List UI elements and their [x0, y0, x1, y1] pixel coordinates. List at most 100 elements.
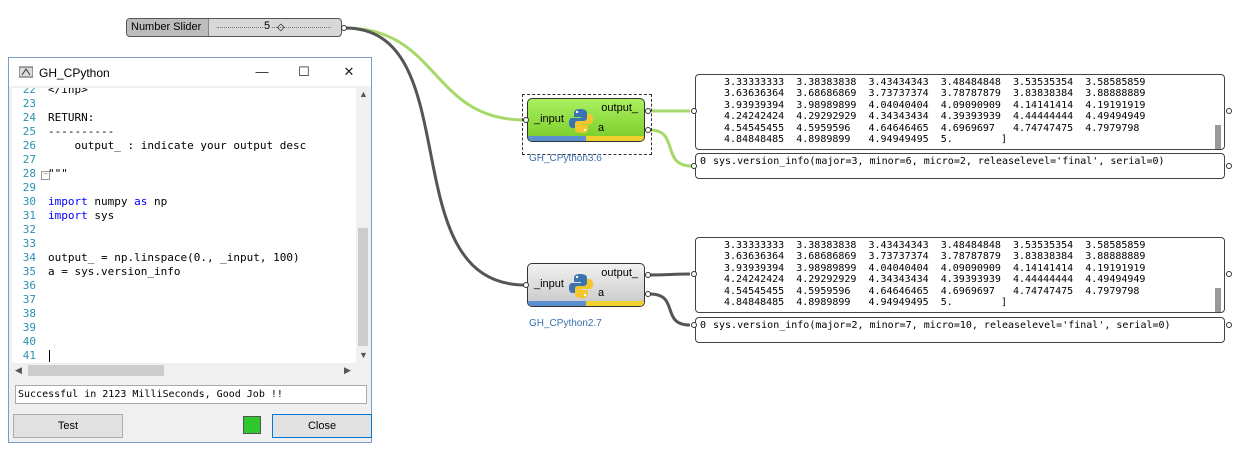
vertical-scrollbar[interactable]: ▲ ▼	[356, 88, 370, 363]
panel-row: 3.33333333 3.38383838 3.43434343 3.48484…	[724, 240, 1146, 251]
py36-input-grip[interactable]	[523, 117, 529, 123]
line-number: 35	[22, 265, 36, 278]
linspace-panel-py36[interactable]: 3.33333333 3.38383838 3.43434343 3.48484…	[695, 74, 1225, 150]
panel-row: 4.84848485 4.8989899 4.94949495 5. ]	[724, 297, 1007, 308]
py36-output-grip[interactable]	[645, 108, 651, 114]
scroll-down-icon[interactable]: ▼	[359, 350, 368, 360]
line-number: 40	[22, 335, 36, 348]
code-line: ----------	[48, 125, 115, 138]
code-line: output_ : indicate your output desc	[48, 139, 307, 152]
panel-row: 3.93939394 3.98989899 4.04040404 4.09090…	[724, 99, 1146, 111]
linspace-panel-py27[interactable]: 3.33333333 3.38383838 3.43434343 3.48484…	[695, 237, 1225, 313]
close-button[interactable]: Close	[272, 414, 372, 438]
panel3-input-grip[interactable]	[691, 271, 697, 277]
panel4-input-grip[interactable]	[691, 322, 697, 328]
version-panel-py36[interactable]: 0 sys.version_info(major=3, minor=6, mic…	[695, 153, 1225, 179]
status-message: Successful in 2123 MilliSeconds, Good Jo…	[15, 385, 367, 404]
output-a-label: a	[598, 287, 605, 299]
panel-row: 3.63636364 3.68686869 3.73737374 3.78787…	[724, 88, 1146, 100]
scroll-left-icon[interactable]: ◀	[15, 365, 22, 375]
panel-row: 4.54545455 4.5959596 4.64646465 4.696969…	[724, 285, 1140, 297]
line-number: 37	[22, 293, 36, 306]
panel-row: 4.24242424 4.29292929 4.34343434 4.39393…	[724, 274, 1146, 286]
app-icon	[19, 66, 33, 78]
minimize-button[interactable]: —	[255, 64, 269, 79]
code-text: numpy	[87, 195, 135, 208]
code-line: RETURN:	[48, 111, 95, 124]
output-param-label: output_	[601, 102, 638, 114]
py27-output-grip[interactable]	[645, 272, 651, 278]
scroll-right-icon[interactable]: ▶	[344, 365, 351, 375]
panel-row: 4.84848485 4.8989899 4.94949495 5. ]	[724, 134, 1007, 145]
slider-knob-icon[interactable]: ◇	[277, 22, 285, 33]
code-line: output_ = np.linspace(0., _input, 100)	[48, 251, 300, 264]
slider-track[interactable]: 5 ◇	[211, 19, 337, 36]
panel2-output-grip[interactable]	[1226, 163, 1232, 169]
panel-row: 4.54545455 4.5959596 4.64646465 4.696969…	[724, 122, 1140, 134]
python-logo-icon	[569, 274, 593, 298]
input-param-label: _input	[534, 113, 564, 125]
panel1-input-grip[interactable]	[691, 108, 697, 114]
status-indicator	[243, 416, 261, 434]
line-number: 41	[22, 349, 36, 362]
line-number: 29	[22, 181, 36, 194]
py27-input-grip[interactable]	[523, 282, 529, 288]
input-param-label: _input	[534, 278, 564, 290]
window-titlebar[interactable]: GH_CPython — ☐ ✕	[9, 58, 371, 86]
version-panel-py27[interactable]: 0 sys.version_info(major=2, minor=7, mic…	[695, 317, 1225, 343]
component-status-bar	[528, 301, 644, 306]
code-line: a = sys.version_info	[48, 265, 181, 278]
fold-marker-icon[interactable]: −	[41, 171, 50, 180]
scroll-up-icon[interactable]: ▲	[359, 89, 368, 99]
panel-scrollbar[interactable]	[1215, 288, 1221, 312]
number-slider[interactable]: Number Slider 5 ◇	[126, 18, 342, 37]
code-line: import numpy as np	[48, 195, 167, 209]
slider-value: 5	[263, 20, 272, 32]
panel1-output-grip[interactable]	[1226, 108, 1232, 114]
horizontal-scroll-thumb[interactable]	[28, 365, 164, 376]
panel-row: 3.63636364 3.68686869 3.73737374 3.78787…	[724, 251, 1146, 263]
keyword: import	[48, 209, 88, 222]
close-window-button[interactable]: ✕	[343, 64, 355, 79]
wire-slider-to-py27	[344, 26, 526, 287]
gh-cpython27-component[interactable]: _input output_ a	[527, 263, 645, 307]
wire-slider-to-py36	[344, 26, 526, 122]
panel2-input-grip[interactable]	[691, 163, 697, 169]
slider-label: Number Slider	[127, 19, 209, 36]
keyword: import	[48, 195, 88, 208]
line-number: 34	[22, 251, 36, 264]
keyword: as	[134, 195, 148, 208]
version-info-py27: sys.version_info(major=2, minor=7, micro…	[713, 320, 1171, 331]
wire-py27-a-to-panel	[649, 292, 691, 327]
panel3-output-grip[interactable]	[1226, 271, 1232, 277]
output-param-label: output_	[601, 267, 638, 279]
slider-output-grip[interactable]	[341, 25, 347, 31]
panel-scrollbar[interactable]	[1215, 125, 1221, 149]
panel4-output-grip[interactable]	[1226, 322, 1232, 328]
selection-outline	[522, 94, 652, 155]
horizontal-scrollbar[interactable]: ◀ ▶	[12, 363, 356, 378]
component-name-py27: GH_CPython2.7	[529, 318, 602, 329]
line-number: 33	[22, 237, 36, 250]
text-caret	[49, 350, 50, 362]
line-number: 28	[22, 167, 36, 180]
line-number: 24	[22, 111, 36, 124]
maximize-button[interactable]: ☐	[298, 64, 310, 79]
panel-index: 0	[700, 320, 707, 331]
gh-cpython36-component[interactable]: _input output_ a	[527, 98, 645, 142]
component-status-bar	[528, 136, 644, 141]
code-line: import sys	[48, 209, 114, 223]
code-line: </inp>	[48, 88, 88, 96]
vertical-scroll-thumb[interactable]	[358, 228, 368, 346]
line-number: 27	[22, 153, 36, 166]
line-number: 25	[22, 125, 36, 138]
py36-a-grip[interactable]	[645, 127, 651, 133]
py27-a-grip[interactable]	[645, 291, 651, 297]
line-number: 22	[22, 88, 36, 96]
line-number: 30	[22, 195, 36, 208]
test-button[interactable]: Test	[13, 414, 123, 438]
wire-py27-out-to-panel	[649, 272, 691, 277]
code-text: sys	[87, 209, 115, 222]
